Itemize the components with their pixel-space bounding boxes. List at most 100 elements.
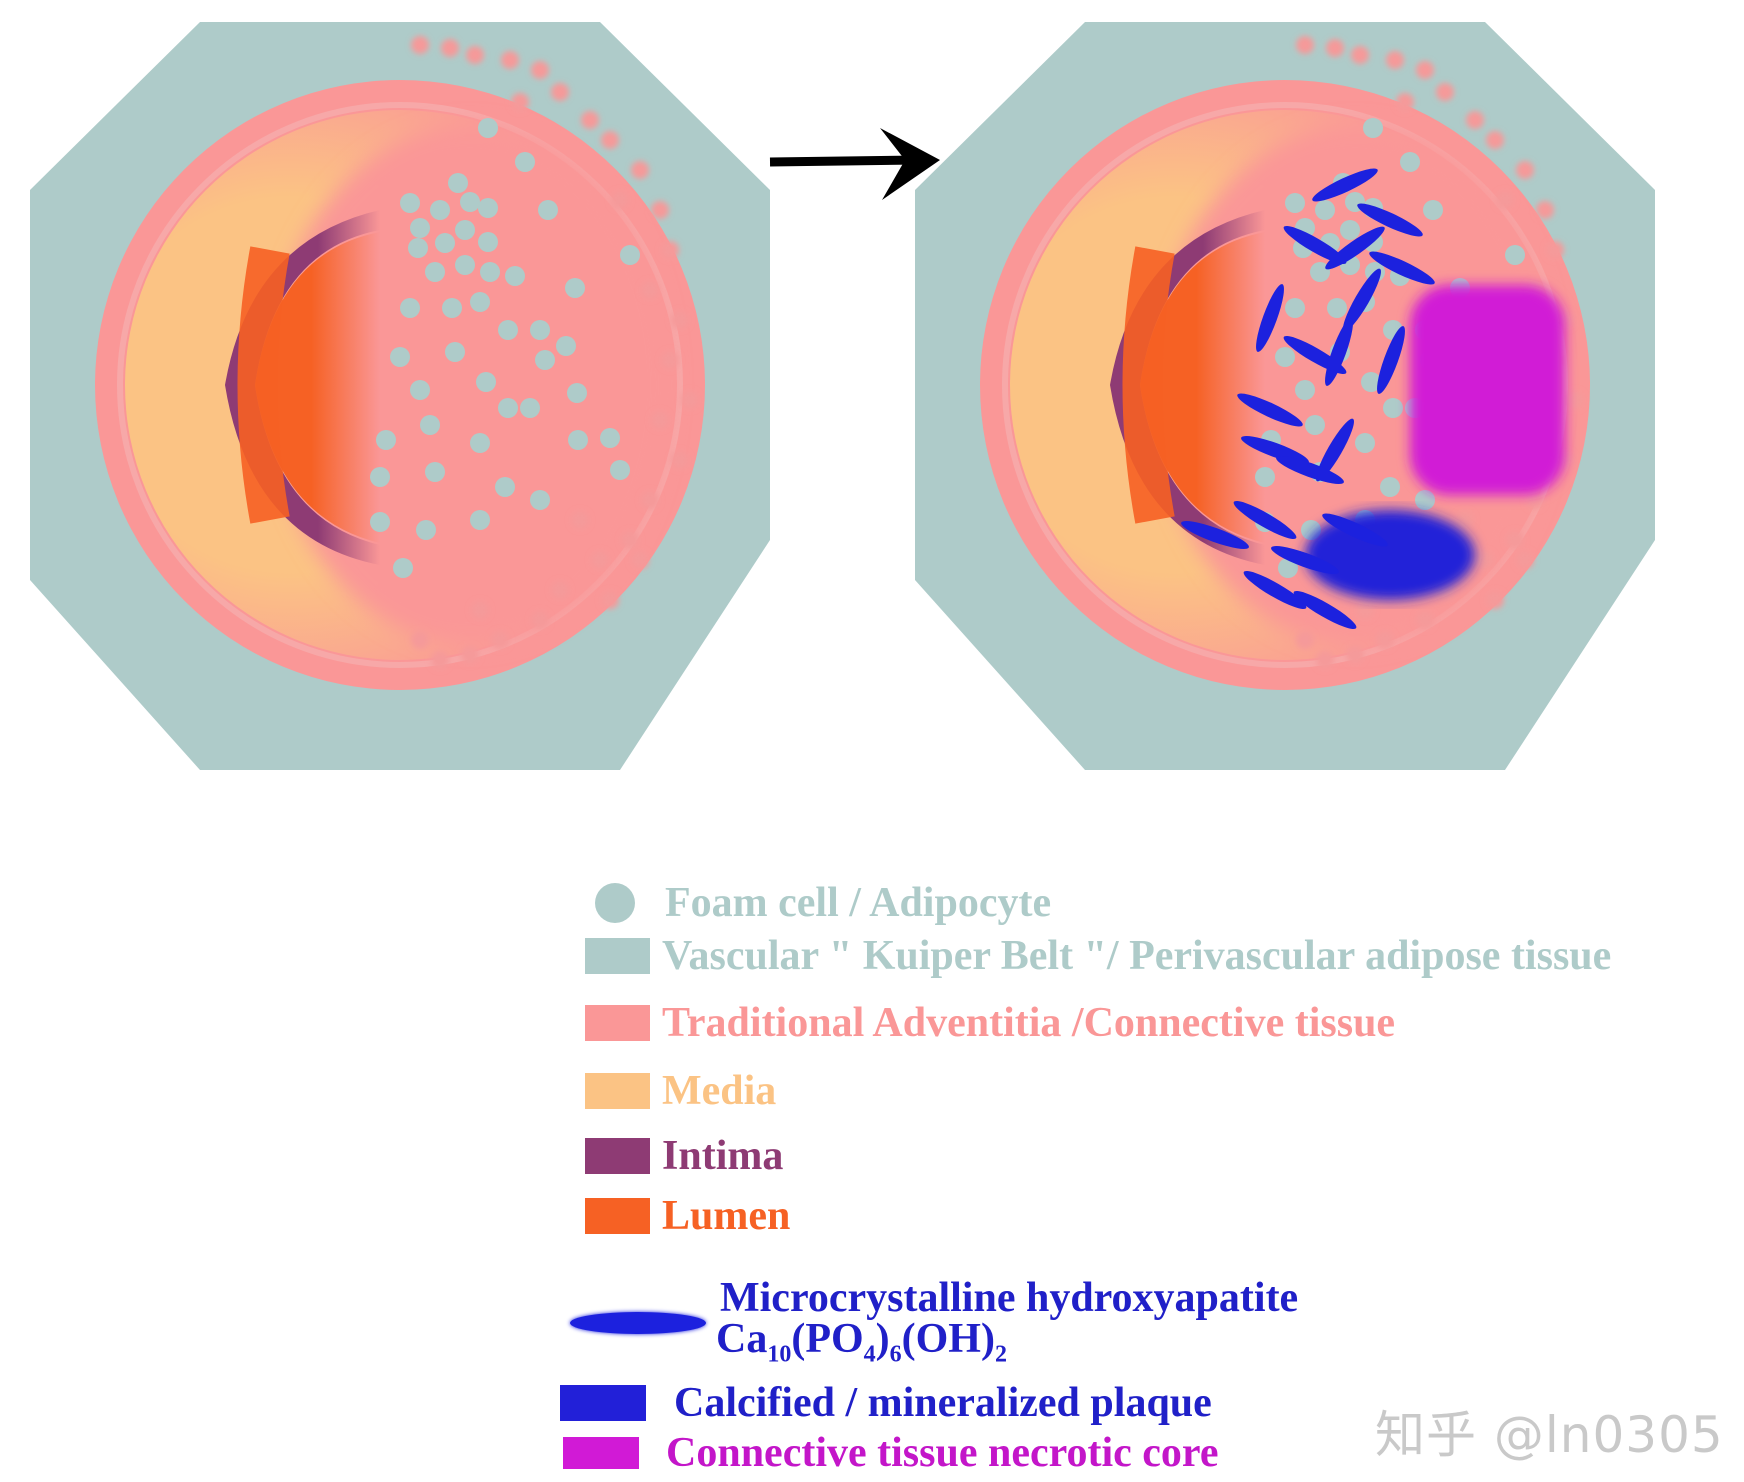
cell-dot: [1361, 372, 1381, 392]
cell-dot: [455, 220, 475, 240]
legend-media-label: Media: [662, 1068, 777, 1114]
cell-dot: [651, 411, 669, 429]
crystal: [1369, 251, 1435, 285]
legend-hydroxyapatite-label: Microcrystalline hydroxyapatite: [720, 1275, 1299, 1321]
cell-dot: [471, 601, 489, 619]
cell-dot: [530, 320, 550, 340]
calcified-vessel: [915, 22, 1655, 770]
cell-dot: [661, 351, 679, 369]
legend-media: Media: [585, 1070, 776, 1112]
cell-dot: [1516, 161, 1534, 179]
cell-dot: [531, 611, 549, 629]
crystal: [1283, 226, 1347, 264]
legend-hydroxyapatite: Microcrystalline hydroxyapatite: [570, 1262, 1298, 1334]
left-foam-cells: [370, 118, 640, 578]
cell-dot: [611, 191, 629, 209]
cell-dot: [1305, 415, 1325, 435]
cell-dot: [1315, 200, 1335, 220]
crystal: [1243, 571, 1307, 609]
crystal: [1237, 393, 1303, 427]
cell-dot: [1380, 477, 1400, 497]
cell-dot: [1506, 531, 1524, 549]
legend-adventitia-label: Traditional Adventitia /Connective tissu…: [662, 1000, 1396, 1046]
cell-dot: [601, 131, 619, 149]
cell-dot: [1476, 551, 1494, 569]
legend-plaque-label: Calcified / mineralized plaque: [674, 1380, 1212, 1426]
cell-dot: [641, 491, 659, 509]
crystal-swatch: [570, 1312, 706, 1334]
cell-dot: [651, 201, 669, 219]
left-pvat-dots: [411, 36, 699, 669]
cell-dot: [520, 398, 540, 418]
cell-dot: [420, 415, 440, 435]
cell-dot: [498, 320, 518, 340]
cell-dot: [425, 262, 445, 282]
cell-dot: [681, 391, 699, 409]
cell-dot: [1526, 491, 1544, 509]
legend-intima: Intima: [585, 1135, 783, 1177]
cell-dot: [591, 551, 609, 569]
cell-dot: [535, 350, 555, 370]
cell-dot: [466, 46, 484, 64]
cell-dot: [1496, 191, 1514, 209]
legend-lumen: Lumen: [585, 1195, 790, 1237]
intima-swatch: [585, 1138, 650, 1174]
cell-dot: [581, 111, 599, 129]
cell-dot: [1355, 433, 1375, 453]
cell-dot: [551, 83, 569, 101]
cell-dot: [1386, 51, 1404, 69]
crystal: [1181, 521, 1249, 549]
healthy-vessel: [30, 22, 770, 770]
legend-foam-cell: Foam cell / Adipocyte: [595, 882, 1051, 924]
legend-adventitia: Traditional Adventitia /Connective tissu…: [585, 1002, 1395, 1044]
lumen: [1140, 232, 1265, 543]
crystal: [1312, 168, 1378, 202]
cell-dot: [470, 292, 490, 312]
cell-dot: [478, 118, 498, 138]
legend-lumen-label: Lumen: [662, 1193, 791, 1239]
cell-dot: [610, 460, 630, 480]
crystal: [1357, 203, 1423, 237]
cell-dot: [1383, 398, 1403, 418]
progression-arrow: [769, 128, 940, 200]
cell-dot: [390, 347, 410, 367]
necrotic-core: [1410, 285, 1565, 495]
cell-dot: [1416, 61, 1434, 79]
cell-dot: [455, 255, 475, 275]
cell-dot: [1536, 201, 1554, 219]
crystal: [1233, 501, 1297, 539]
legend-formula: Ca10(PO4)6(OH)2: [716, 1318, 1007, 1366]
crystal: [1283, 336, 1347, 374]
cell-dot: [491, 631, 509, 649]
cell-dot: [478, 232, 498, 252]
legend-plaque: Calcified / mineralized plaque: [560, 1382, 1212, 1424]
cell-dot: [661, 241, 679, 259]
crystal: [1241, 436, 1309, 464]
cell-dot: [470, 510, 490, 530]
cell-dot: [631, 161, 649, 179]
legend-intima-label: Intima: [662, 1133, 784, 1179]
crystal: [1271, 546, 1339, 574]
cell-dot: [445, 342, 465, 362]
crystal: [1276, 456, 1344, 484]
watermark: 知乎 @ln0305: [1375, 1406, 1724, 1464]
legend-necrotic: Connective tissue necrotic core: [563, 1432, 1218, 1474]
cell-dot: [671, 311, 689, 329]
cell-dot: [1351, 46, 1369, 64]
cell-dot: [1486, 591, 1504, 609]
cell-dot: [393, 558, 413, 578]
cell-dot: [448, 173, 468, 193]
cell-dot: [400, 193, 420, 213]
cell-dot: [470, 433, 490, 453]
cell-dot: [425, 462, 445, 482]
plaque-swatch: [560, 1385, 646, 1421]
cell-dot: [1296, 631, 1314, 649]
necrotic-swatch: [563, 1437, 639, 1469]
cell-dot: [408, 238, 428, 258]
cell-dot: [1376, 631, 1394, 649]
cell-dot: [461, 646, 479, 664]
cell-dot: [416, 520, 436, 540]
crystal: [1256, 284, 1284, 352]
crystal: [1325, 226, 1385, 270]
cell-dot: [567, 383, 587, 403]
